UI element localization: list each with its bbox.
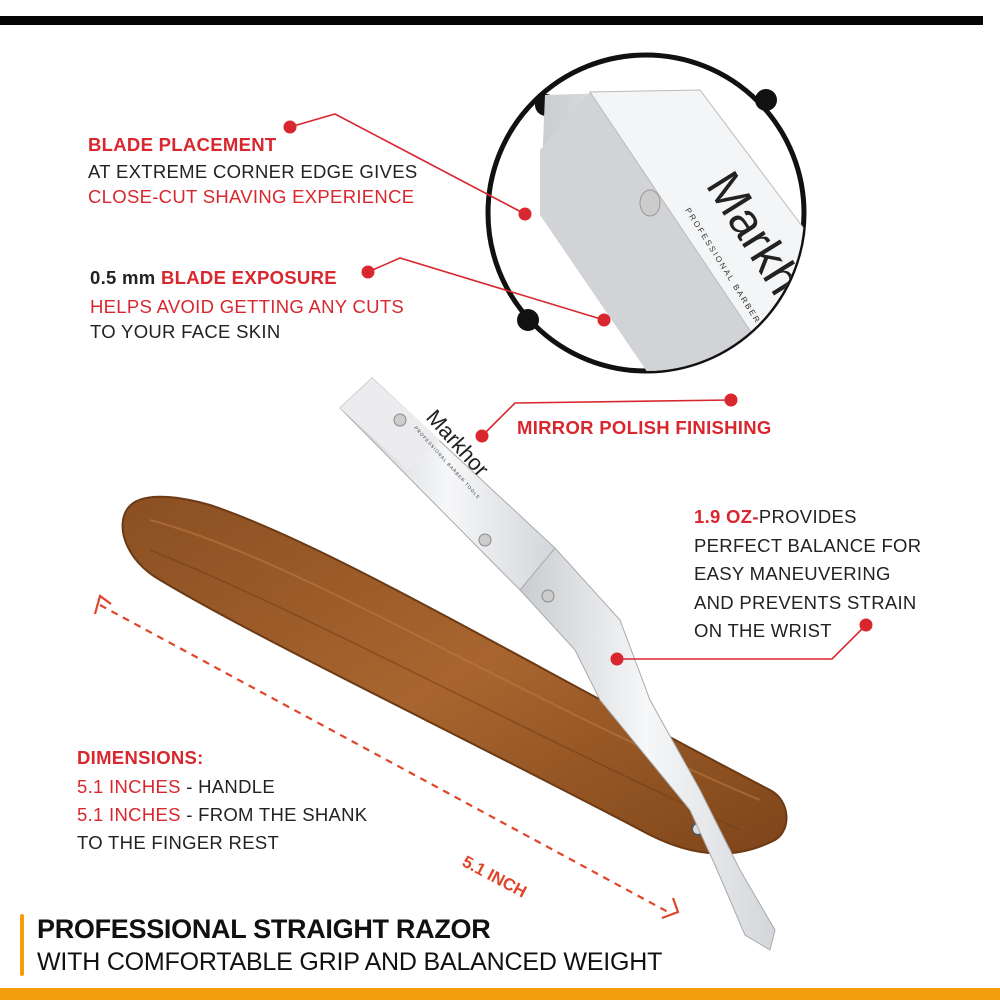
dimensions-heading: DIMENSIONS: (77, 747, 204, 768)
callout-dots (283, 120, 873, 666)
weight-line4: ON THE WRIST (694, 620, 832, 641)
weight-heading: 1.9 OZ-PROVIDES (694, 505, 857, 529)
weight-line1: PERFECT BALANCE FOR (694, 535, 922, 556)
top-border (0, 16, 983, 25)
callout-lines (289, 113, 867, 660)
footer-subtitle: WITH COMFORTABLE GRIP AND BALANCED WEIGH… (37, 948, 663, 976)
bottom-border (0, 988, 1000, 1000)
weight-value: 1.9 OZ- (694, 506, 759, 527)
shank-label: - FROM THE SHANK (180, 804, 368, 825)
handle-label: - HANDLE (180, 776, 275, 797)
weight-line3: AND PREVENTS STRAIN (694, 592, 917, 613)
wooden-handle (121, 495, 788, 855)
weight-line2: EASY MANEUVERING (694, 563, 891, 584)
blade-placement-heading: BLADE PLACEMENT (88, 134, 277, 155)
shank-length: 5.1 INCHES (77, 804, 181, 825)
blade-exposure-heading: 0.5 mm BLADE EXPOSURE (90, 266, 337, 290)
blade-placement-line1: AT EXTREME CORNER EDGE GIVES (88, 161, 418, 182)
measurement-arrow (93, 594, 680, 920)
dimensions-line3: TO THE FINGER REST (77, 832, 280, 853)
dimensions-line1: 5.1 INCHES - HANDLE (77, 775, 275, 799)
blade-exposure-value: 0.5 mm (90, 267, 156, 288)
steel-blade: Markhor PROFESSIONAL BARBER TOOLS (339, 377, 776, 951)
blade-exposure-title: BLADE EXPOSURE (161, 267, 337, 288)
blade-placement-line2: CLOSE-CUT SHAVING EXPERIENCE (88, 186, 415, 207)
title-accent-bar (20, 914, 24, 976)
blade-exposure-line2: TO YOUR FACE SKIN (90, 321, 281, 342)
mirror-polish-heading: MIRROR POLISH FINISHING (517, 417, 772, 438)
weight-line0: PROVIDES (758, 506, 857, 527)
handle-length: 5.1 INCHES (77, 776, 181, 797)
zoom-detail-circle: Markhor PROFESSIONAL BARBER TOOLS (485, 52, 807, 374)
blade-exposure-line1: HELPS AVOID GETTING ANY CUTS (90, 296, 405, 317)
footer-title: PROFESSIONAL STRAIGHT RAZOR (37, 914, 491, 944)
dimensions-line2: 5.1 INCHES - FROM THE SHANK (77, 803, 367, 827)
